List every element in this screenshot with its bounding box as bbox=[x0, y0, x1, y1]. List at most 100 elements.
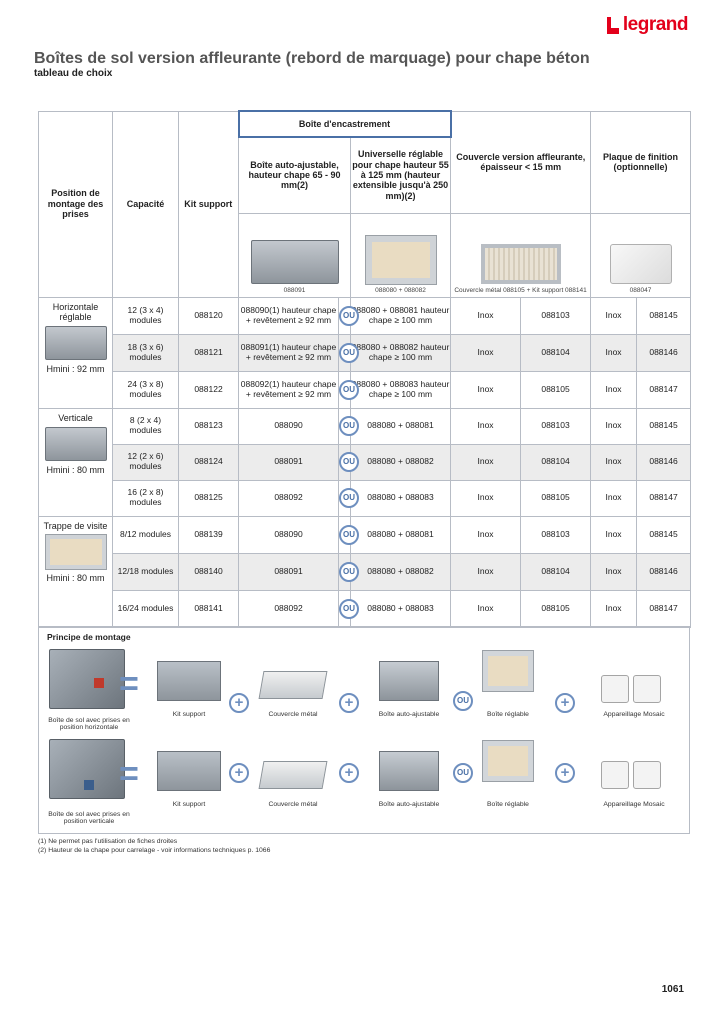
equals-icon: = bbox=[119, 665, 139, 703]
table-cell: 088146 bbox=[636, 443, 692, 481]
table-cell: Inox bbox=[590, 407, 638, 445]
table-cell: 088147 bbox=[636, 479, 692, 517]
reglable-box-image bbox=[483, 651, 533, 691]
group-foot: Hmini : 92 mm bbox=[46, 364, 105, 375]
kit-support-image bbox=[157, 751, 221, 791]
group-foot: Hmini : 80 mm bbox=[46, 572, 105, 583]
caption-kit: Kit support bbox=[172, 711, 206, 718]
ou-cell: OU bbox=[338, 370, 359, 409]
caption-universelle: 088080 + 088082 bbox=[375, 287, 426, 295]
group-horizontale: Horizontale réglable Hmini : 92 mm bbox=[38, 296, 113, 409]
table-cell: 088145 bbox=[636, 296, 692, 335]
table-cell: 12/18 modules bbox=[112, 552, 179, 591]
table-cell: 088080 + 088081 hauteur chape ≥ 100 mm bbox=[349, 296, 452, 335]
ou-badge: OU bbox=[339, 598, 359, 619]
auto-box-image bbox=[379, 751, 439, 791]
caption-couvercle: Couvercle métal bbox=[268, 801, 318, 808]
table-cell: 8 (2 x 4) modules bbox=[112, 407, 179, 445]
caption-plaque: 088047 bbox=[629, 287, 652, 295]
table-cell: 16/24 modules bbox=[112, 589, 179, 628]
choice-table: Position de montage des prises Capacité … bbox=[38, 110, 692, 628]
socket-icon bbox=[84, 780, 94, 790]
result-box-horizontal-image bbox=[49, 649, 125, 709]
header-capacite: Capacité bbox=[112, 110, 179, 298]
vertical-box-image bbox=[44, 426, 107, 461]
table-cell: 088080 + 088081 bbox=[349, 407, 452, 445]
ou-badge: OU bbox=[339, 342, 359, 363]
reglable-box-image bbox=[483, 741, 533, 781]
table-cell: 088080 + 088083 bbox=[349, 479, 452, 517]
plus-icon: + bbox=[339, 693, 359, 713]
plus-icon: + bbox=[555, 693, 575, 713]
table-cell: 088103 bbox=[520, 407, 592, 445]
table-cell: Inox bbox=[450, 407, 522, 445]
image-plaque: 088047 bbox=[590, 212, 692, 298]
ou-cell: OU bbox=[338, 333, 359, 372]
table-cell: Inox bbox=[590, 296, 638, 335]
table-cell: 16 (2 x 8) modules bbox=[112, 479, 179, 517]
group-foot: Hmini : 80 mm bbox=[46, 464, 105, 475]
table-cell: 088146 bbox=[636, 552, 692, 591]
group-verticale: Verticale Hmini : 80 mm bbox=[38, 407, 113, 517]
page-number: 1061 bbox=[661, 984, 684, 995]
plus-icon: + bbox=[229, 763, 249, 783]
table-cell: 088145 bbox=[636, 515, 692, 554]
table-cell: 088091(1) hauteur chape + revêtement ≥ 9… bbox=[238, 333, 339, 372]
page-subtitle: tableau de choix bbox=[34, 68, 113, 79]
table-cell: 088123 bbox=[178, 407, 239, 445]
table-cell: 088105 bbox=[520, 370, 592, 409]
caption-auto: Boîte auto-ajustable bbox=[378, 801, 440, 808]
kit-support-image bbox=[157, 661, 221, 701]
table-cell: Inox bbox=[590, 552, 638, 591]
montage-row-horizontal: Boîte de sol avec prises en position hor… bbox=[39, 645, 689, 735]
caption-result: Boîte de sol avec prises en position hor… bbox=[48, 717, 130, 731]
caption-mosaic: Appareillage Mosaic bbox=[603, 711, 665, 718]
group-label: Horizontale réglable bbox=[52, 301, 99, 322]
ou-cell: OU bbox=[338, 589, 359, 628]
table-cell: 088080 + 088082 hauteur chape ≥ 100 mm bbox=[349, 333, 452, 372]
mosaic-socket-image bbox=[601, 761, 629, 789]
montage-section: Principe de montage Boîte de sol avec pr… bbox=[38, 626, 690, 834]
table-cell: 088145 bbox=[636, 407, 692, 445]
table-cell: 088091 bbox=[238, 443, 339, 481]
table-cell: Inox bbox=[450, 479, 522, 517]
table-cell: 24 (3 x 8) modules bbox=[112, 370, 179, 409]
plus-icon: + bbox=[555, 763, 575, 783]
ou-cell: OU bbox=[338, 479, 359, 517]
table-cell: 088147 bbox=[636, 589, 692, 628]
trappe-box-image bbox=[45, 534, 106, 569]
caption-reglable: Boîte réglable bbox=[487, 801, 529, 808]
table-cell: 088104 bbox=[520, 333, 592, 372]
universal-box-image bbox=[365, 236, 436, 285]
table-cell: 088103 bbox=[520, 515, 592, 554]
table-cell: Inox bbox=[450, 333, 522, 372]
group-trappe: Trappe de visite Hmini : 80 mm bbox=[38, 515, 113, 628]
equals-icon: = bbox=[119, 755, 139, 793]
montage-row-vertical: Boîte de sol avec prises en position ver… bbox=[39, 735, 689, 825]
table-cell: 088121 bbox=[178, 333, 239, 372]
table-cell: 088125 bbox=[178, 479, 239, 517]
ou-badge: OU bbox=[339, 416, 359, 436]
table-cell: Inox bbox=[450, 552, 522, 591]
plus-icon: + bbox=[339, 763, 359, 783]
ou-badge: OU bbox=[339, 524, 359, 545]
table-cell: 088120 bbox=[178, 296, 239, 335]
cover-metal-image bbox=[258, 671, 328, 699]
ou-cell: OU bbox=[338, 296, 359, 335]
plus-icon: + bbox=[229, 693, 249, 713]
header-encastrement: Boîte d'encastrement bbox=[237, 110, 452, 138]
auto-box-image bbox=[250, 240, 339, 285]
table-cell: 088091 bbox=[238, 552, 339, 591]
image-couvercle: Couvercle métal 088105 + Kit support 088… bbox=[450, 212, 592, 298]
legrand-logo: legrand bbox=[606, 14, 689, 36]
table-cell: Inox bbox=[590, 443, 638, 481]
table-cell: 088092 bbox=[238, 479, 339, 517]
ou-cell: OU bbox=[338, 552, 359, 591]
caption-result: Boîte de sol avec prises en position ver… bbox=[48, 811, 130, 825]
image-universelle: 088080 + 088082 bbox=[349, 212, 452, 298]
table-cell: 088147 bbox=[636, 370, 692, 409]
header-couvercle: Couvercle version affleurante, épaisseur… bbox=[450, 110, 592, 214]
cover-metal-image bbox=[258, 761, 328, 789]
table-cell: 088104 bbox=[520, 552, 592, 591]
header-auto: Boîte auto-ajustable, hauteur chape 65 -… bbox=[238, 136, 351, 214]
